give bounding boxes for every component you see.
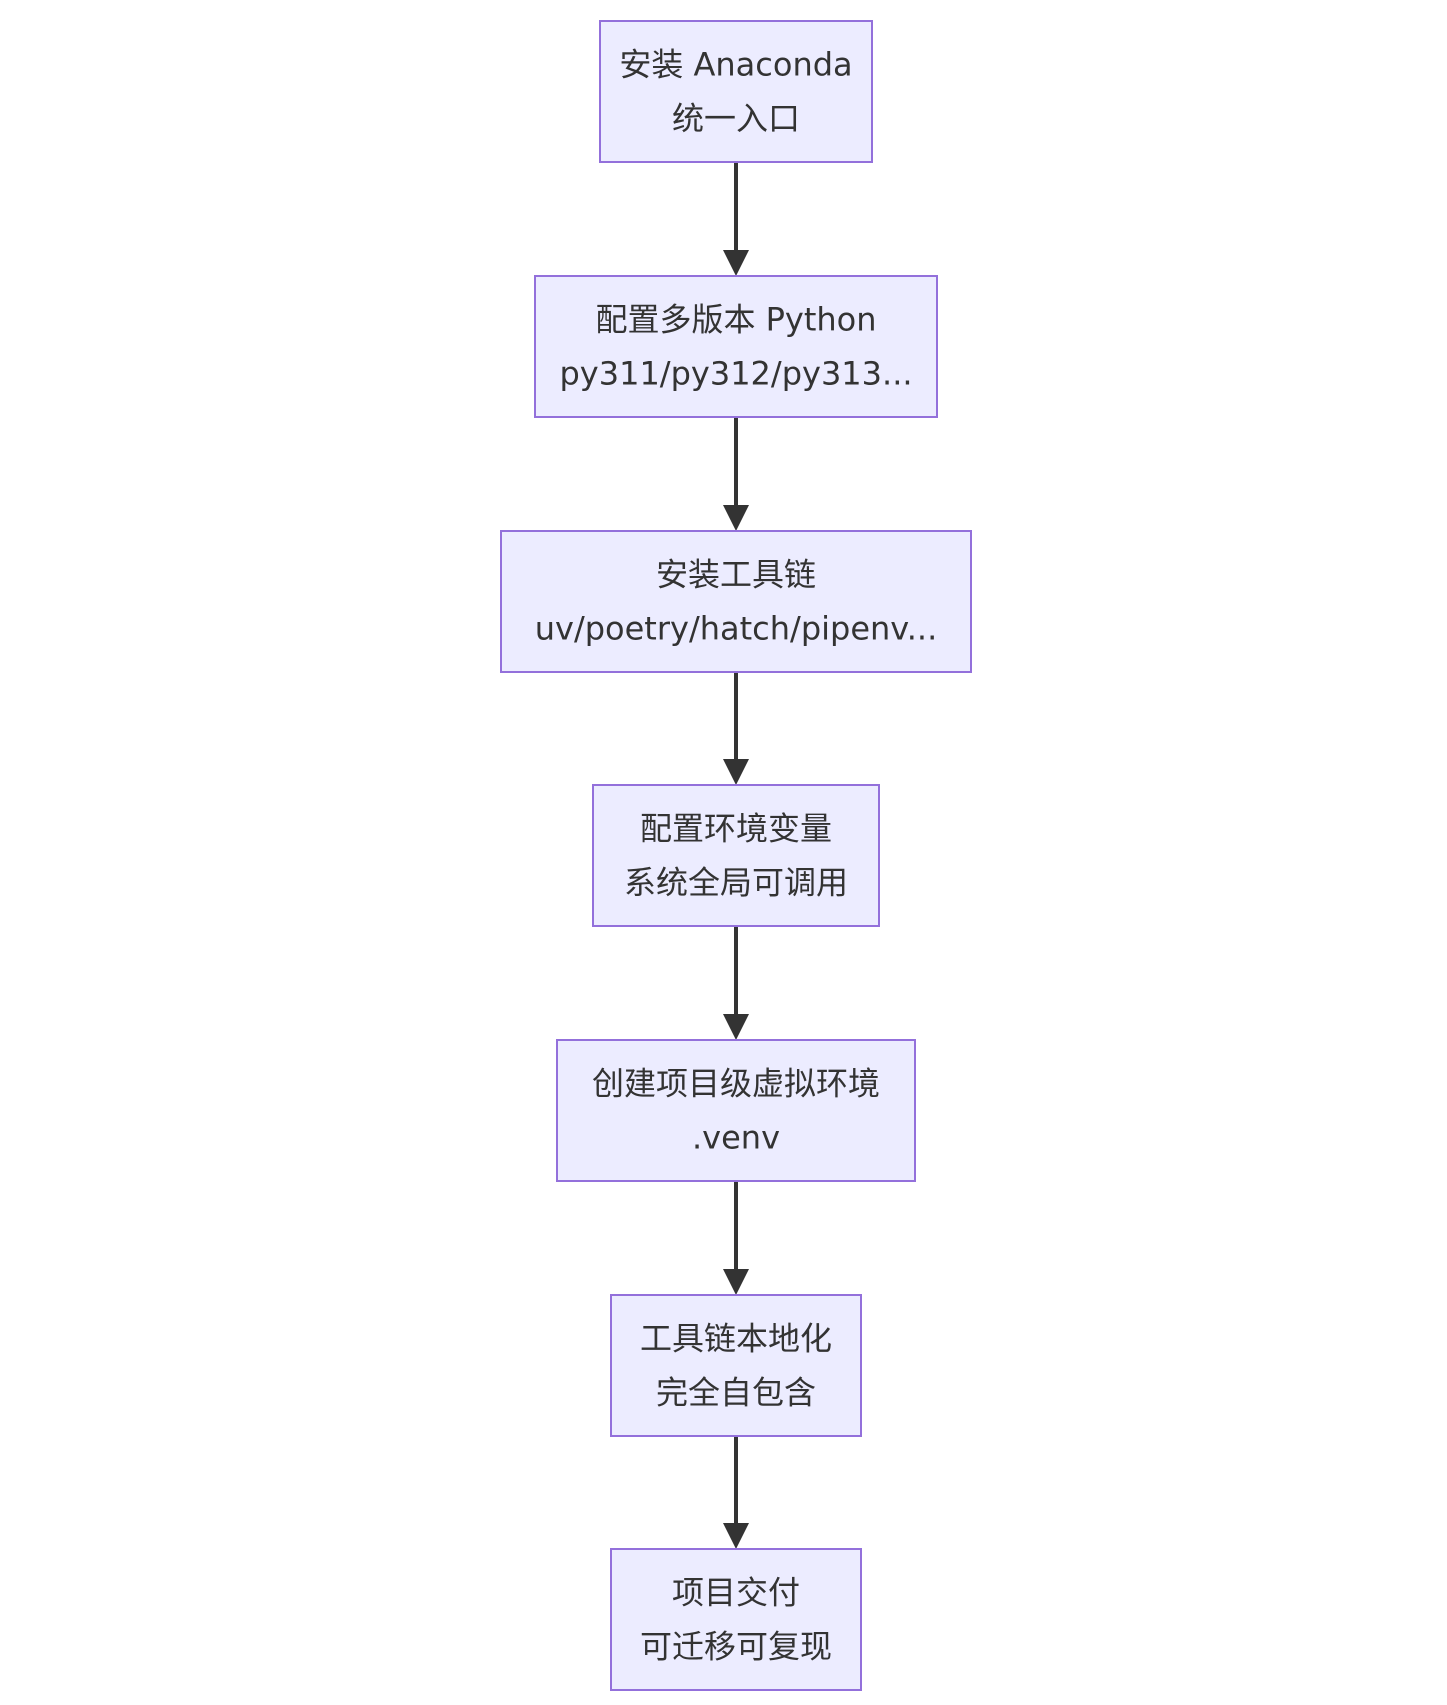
node-title: 创建项目级虚拟环境 (592, 1065, 880, 1103)
arrowhead-icon (723, 1269, 749, 1295)
node-venv: 创建项目级虚拟环境 .venv (556, 1039, 916, 1182)
edge-localize-to-deliver (723, 1436, 749, 1549)
node-subtitle: 统一入口 (672, 100, 800, 138)
node-title: 配置多版本 Python (595, 301, 876, 339)
node-box (556, 1039, 916, 1182)
node-title: 工具链本地化 (640, 1320, 832, 1358)
arrowhead-icon (723, 1523, 749, 1549)
node-box (534, 275, 938, 418)
node-box (592, 784, 880, 927)
node-title: 配置环境变量 (640, 810, 832, 848)
edges (723, 162, 749, 1549)
node-box (599, 20, 873, 163)
edge-env-vars-to-venv (723, 926, 749, 1040)
node-subtitle: 完全自包含 (656, 1374, 816, 1412)
node-title: 安装 Anaconda (619, 46, 852, 84)
node-box (610, 1294, 862, 1437)
edge-toolchain-to-env-vars (723, 672, 749, 785)
node-python: 配置多版本 Python py311/py312/py313... (534, 275, 938, 418)
node-anaconda: 安装 Anaconda 统一入口 (599, 20, 873, 163)
node-subtitle: uv/poetry/hatch/pipenv... (535, 610, 938, 648)
arrowhead-icon (723, 759, 749, 785)
arrowhead-icon (723, 1014, 749, 1040)
node-subtitle: 可迁移可复现 (640, 1628, 832, 1666)
node-box (500, 530, 972, 673)
node-subtitle: 系统全局可调用 (624, 864, 848, 902)
node-title: 项目交付 (672, 1574, 800, 1612)
node-title: 安装工具链 (656, 556, 816, 594)
edge-venv-to-localize (723, 1181, 749, 1295)
node-subtitle: py311/py312/py313... (559, 355, 912, 393)
arrowhead-icon (723, 250, 749, 276)
arrowhead-icon (723, 505, 749, 531)
node-toolchain: 安装工具链 uv/poetry/hatch/pipenv... (500, 530, 972, 673)
node-box (610, 1548, 862, 1691)
edge-anaconda-to-python (723, 162, 749, 276)
edge-python-to-toolchain (723, 417, 749, 531)
node-subtitle: .venv (692, 1119, 780, 1157)
